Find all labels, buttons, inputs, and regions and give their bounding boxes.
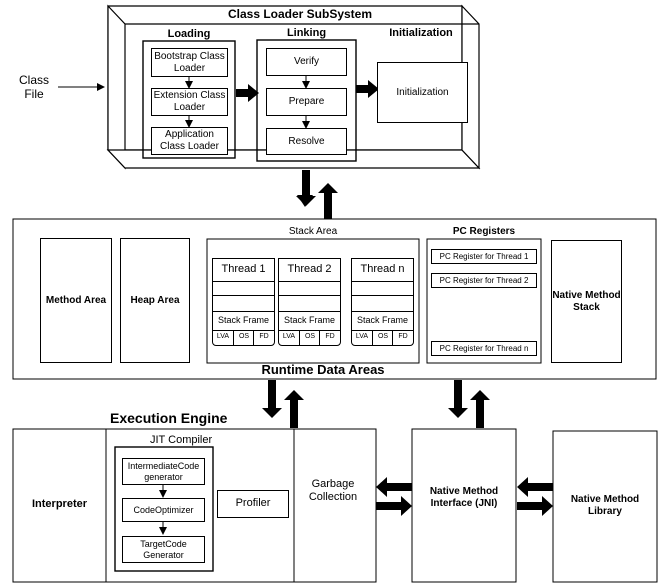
stack-frame-cell: FD <box>253 330 274 345</box>
native-method-stack: Native Method Stack <box>551 240 622 363</box>
stack-frame-cell: OS <box>233 330 254 345</box>
linking-group-frame <box>256 39 357 162</box>
prepare-step: Prepare <box>266 88 347 116</box>
stack-frame-cell: OS <box>299 330 320 345</box>
bootstrap-class-loader: Bootstrap Class Loader <box>151 48 228 77</box>
row-divider <box>213 281 274 282</box>
pc-register-thread-n: PC Register for Thread n <box>431 341 537 356</box>
garbage-collection: Garbage Collection <box>308 478 358 503</box>
verify-step: Verify <box>266 48 347 76</box>
pc-register-thread-1: PC Register for Thread 1 <box>431 249 537 264</box>
row-divider <box>213 295 274 296</box>
row-divider <box>279 330 340 331</box>
stack-frame-label: Stack Frame <box>283 315 335 326</box>
stack-frame-cell: LVA <box>282 333 296 341</box>
stack-frame-cell: OS <box>372 330 393 345</box>
application-class-loader: Application Class Loader <box>151 127 228 155</box>
execution-engine-title: Execution Engine <box>110 410 228 426</box>
profiler: Profiler <box>217 490 289 518</box>
loading-group-frame <box>142 40 236 159</box>
native-interface-frame <box>411 428 517 583</box>
class-file-label: Class File <box>18 73 49 101</box>
thread-name: Thread 1 <box>221 263 266 276</box>
loading-label: Loading <box>167 28 211 40</box>
initialization-box: Initialization <box>377 62 468 123</box>
row-divider <box>279 311 340 312</box>
method-area: Method Area <box>40 238 112 363</box>
resolve-step: Resolve <box>266 128 347 155</box>
jit-compiler-label: JIT Compiler <box>150 434 213 446</box>
stack-frame-cell: FD <box>392 330 413 345</box>
row-divider <box>279 281 340 282</box>
stack-area-frame <box>206 238 420 364</box>
stack-area-label: Stack Area <box>288 226 338 237</box>
row-divider <box>279 295 340 296</box>
stack-frame-cell: LVA <box>355 333 369 341</box>
row-divider <box>352 311 413 312</box>
stack-frame-label: Stack Frame <box>217 315 269 326</box>
pc-registers-frame <box>426 238 542 364</box>
row-divider <box>213 330 274 331</box>
class-loader-title: Class Loader SubSystem <box>227 7 373 21</box>
heap-area: Heap Area <box>120 238 190 363</box>
stack-frame-cell: LVA <box>216 333 230 341</box>
thread-name: Thread n <box>360 263 405 276</box>
vertical-double-arrows <box>262 170 490 428</box>
interpreter: Interpreter <box>31 498 88 510</box>
native-library-frame <box>552 430 658 583</box>
horizontal-double-arrows <box>376 477 553 516</box>
thick-right-arrows <box>236 80 379 102</box>
initialization-label: Initialization <box>389 27 453 39</box>
row-divider <box>213 311 274 312</box>
native-method-library: Native Method Library <box>570 494 640 517</box>
stack-frame-label: Stack Frame <box>356 315 408 326</box>
runtime-data-areas-title: Runtime Data Areas <box>261 362 385 377</box>
extension-class-loader: Extension Class Loader <box>151 88 228 116</box>
code-optimizer: CodeOptimizer <box>122 498 205 522</box>
native-method-interface: Native Method Interface (JNI) <box>429 486 499 509</box>
stack-frame-cell: FD <box>319 330 340 345</box>
pc-register-thread-2: PC Register for Thread 2 <box>431 273 537 288</box>
target-code-generator: TargetCode Generator <box>122 536 205 563</box>
intermediate-code-generator: IntermediateCode generator <box>122 458 205 485</box>
linking-label: Linking <box>286 27 327 39</box>
jit-group-frame <box>114 446 214 572</box>
pc-registers-label: PC Registers <box>452 226 516 237</box>
thread-name: Thread 2 <box>287 263 332 276</box>
row-divider <box>352 295 413 296</box>
row-divider <box>352 330 413 331</box>
row-divider <box>352 281 413 282</box>
